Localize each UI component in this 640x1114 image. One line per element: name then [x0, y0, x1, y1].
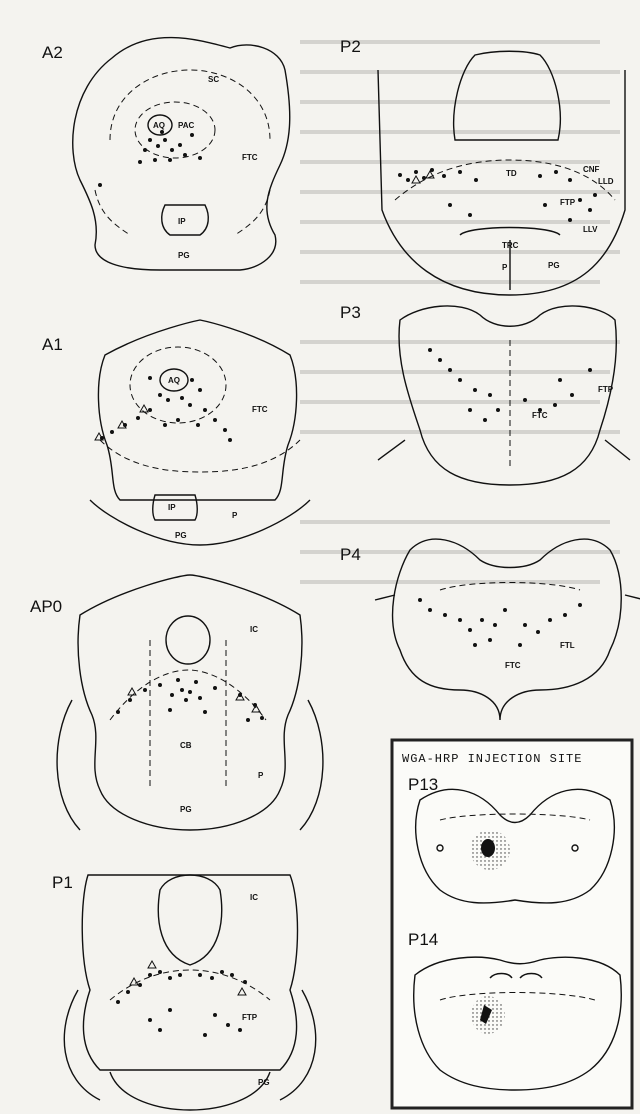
p2-region-llv: LLV: [583, 225, 598, 234]
ap0-region-pg: PG: [180, 805, 192, 814]
p2-region-cnf: CNF: [583, 165, 600, 174]
section-p1-label: P1: [52, 873, 73, 892]
ap0-region-cb: CB: [180, 741, 192, 750]
a1-region-p: P: [232, 511, 238, 520]
injection-section-p13: P13: [408, 775, 438, 794]
injection-section-p14: P14: [408, 930, 438, 949]
a2-region-pac: PAC: [178, 121, 195, 130]
section-a2-label: A2: [42, 43, 63, 62]
section-p2: P2 CNF LLD TD FTP LLV TRC P PG: [340, 37, 625, 295]
section-p2-label: P2: [340, 37, 361, 56]
p2-region-lld: LLD: [598, 177, 614, 186]
p3-region-ftc: FTC: [532, 411, 548, 420]
section-a1-label: A1: [42, 335, 63, 354]
section-p4-label: P4: [340, 545, 361, 564]
a2-region-ftc: FTC: [242, 153, 258, 162]
section-p3-label: P3: [340, 303, 361, 322]
a2-region-sc: SC: [208, 75, 219, 84]
p2-region-ftp: FTP: [560, 198, 576, 207]
a1-region-aq: AQ: [168, 376, 180, 385]
ap0-region-p: P: [258, 771, 264, 780]
section-a1: A1 AQ FTC IP P PG: [42, 320, 310, 545]
a1-region-ip: IP: [168, 503, 176, 512]
p4-region-ftl: FTL: [560, 641, 575, 650]
section-ap0-label: AP0: [30, 597, 62, 616]
a1-region-ftc: FTC: [252, 405, 268, 414]
p4-region-ftc: FTC: [505, 661, 521, 670]
section-a2: A2 SC AQ PAC FTC IP PG: [42, 38, 290, 270]
p1-region-ftp: FTP: [242, 1013, 258, 1022]
injection-site-panel: WGA-HRP INJECTION SITE P13 P14: [392, 740, 632, 1108]
a2-region-aq: AQ: [153, 121, 165, 130]
p3-region-ftp: FTP: [598, 385, 614, 394]
p1-region-pg: PG: [258, 1078, 270, 1087]
p2-region-trc: TRC: [502, 241, 519, 250]
section-p4: P4 FTL FTC: [340, 539, 640, 720]
a2-region-ip: IP: [178, 217, 186, 226]
p2-region-pg: PG: [548, 261, 560, 270]
section-p3: P3 FTP FTC: [340, 303, 630, 485]
injection-title: WGA-HRP INJECTION SITE: [402, 752, 582, 766]
p2-region-td: TD: [506, 169, 517, 178]
section-p1: P1 IC FTP PG: [52, 873, 316, 1110]
p1-region-ic: IC: [250, 893, 258, 902]
ap0-region-ic: IC: [250, 625, 258, 634]
section-ap0: AP0 IC CB P PG: [30, 575, 323, 830]
a1-region-pg: PG: [175, 531, 187, 540]
p2-region-p: P: [502, 263, 508, 272]
a2-region-pg: PG: [178, 251, 190, 260]
